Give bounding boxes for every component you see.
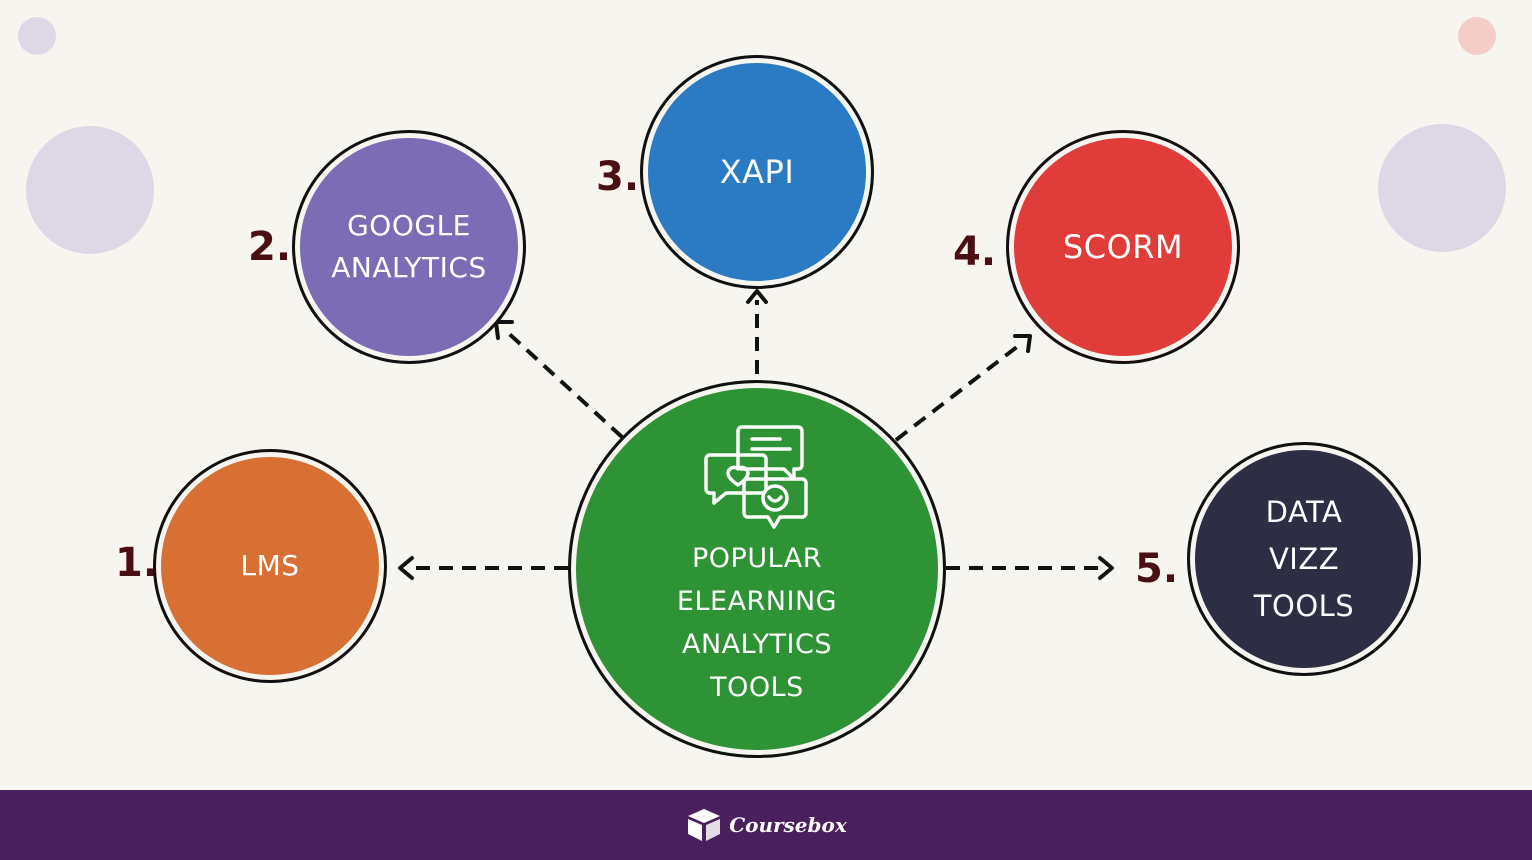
node-number-3: 3. [596, 154, 640, 200]
connector-arrows [398, 289, 1114, 580]
arrowhead-lms [398, 556, 414, 580]
node-label-lms: LMS [240, 549, 300, 582]
center-node-label: POPULAR ELEARNING ANALYTICS TOOLS [676, 543, 838, 703]
arrow-to-scorm [894, 341, 1024, 442]
node-lms: LMS [153, 449, 387, 683]
node-label-xapi: XAPI [719, 153, 795, 191]
node-number-5: 5. [1135, 546, 1179, 592]
box-logo-icon [688, 809, 721, 841]
node-label-google-analytics: GOOGLE ANALYTICS [331, 209, 487, 284]
footer-bar: Coursebox [0, 790, 1532, 860]
decorative-circle [26, 126, 154, 254]
node-xapi: XAPI [640, 55, 874, 289]
node-scorm: SCORM [1006, 130, 1240, 364]
center-node: POPULAR ELEARNING ANALYTICS TOOLS [568, 380, 946, 758]
node-number-1: 1. [115, 540, 159, 586]
diagram-canvas: 1. 2. 3. 4. 5. LMS GOOGLE ANALYTICS XAPI… [18, 17, 1506, 758]
chat-bubbles-icon [704, 425, 808, 529]
node-data-vizz-tools: DATA VIZZ TOOLS [1187, 442, 1421, 676]
decorative-circle [1378, 124, 1506, 252]
arrow-to-google-analytics [503, 328, 624, 439]
arrowhead-data-vizz [1098, 556, 1114, 580]
decorative-circle [18, 17, 56, 55]
arrowhead-xapi [746, 289, 768, 304]
brand-logo[interactable]: Coursebox [685, 807, 847, 843]
brand-name: Coursebox [729, 813, 847, 837]
arrowhead-scorm [1013, 334, 1032, 353]
node-label-scorm: SCORM [1062, 228, 1184, 266]
decorative-circle [1458, 17, 1496, 55]
node-label-data-vizz-tools: DATA VIZZ TOOLS [1253, 494, 1355, 623]
node-number-4: 4. [953, 229, 997, 275]
node-number-2: 2. [248, 224, 292, 270]
node-google-analytics: GOOGLE ANALYTICS [292, 130, 526, 364]
